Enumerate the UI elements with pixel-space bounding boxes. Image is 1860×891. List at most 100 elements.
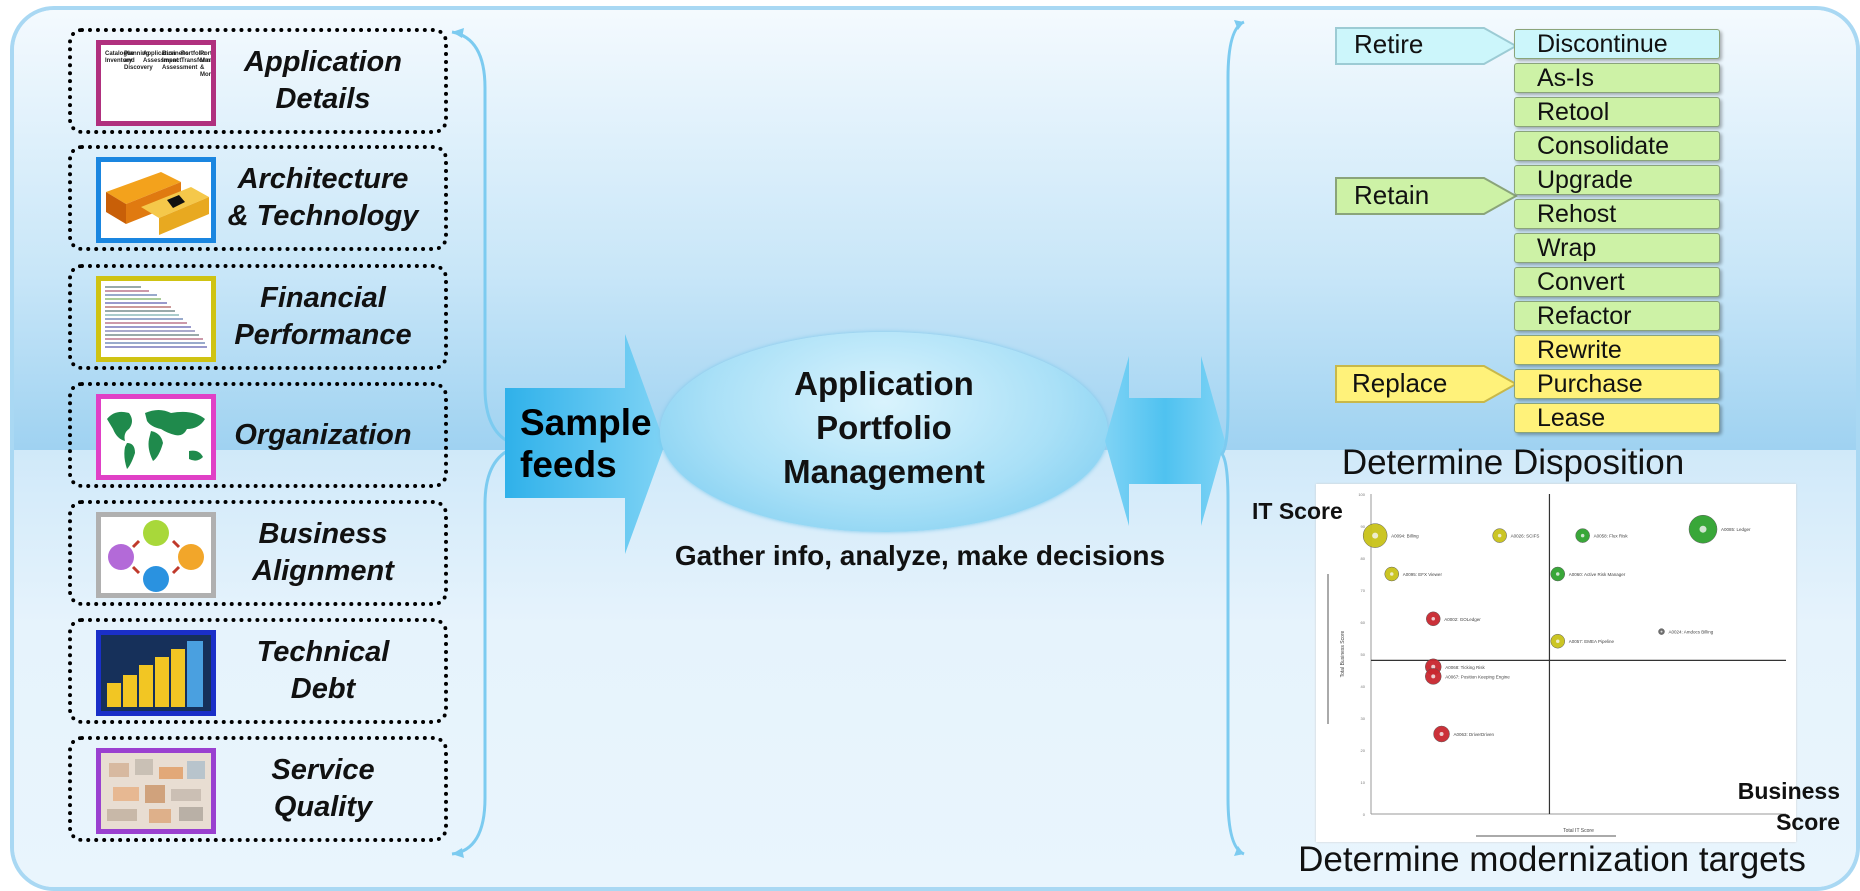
y-tick-label: 100 — [1358, 492, 1365, 497]
replace-tag — [1335, 365, 1518, 403]
scatter-point-label: A0057: EMEA Pipeline — [1569, 639, 1615, 644]
scatter-point-highlight — [1497, 533, 1502, 538]
disposition-item: Convert — [1514, 267, 1720, 297]
card-label-organization: Organization — [234, 418, 412, 451]
thumb-col-1: Catalogue Inventory — [105, 51, 135, 64]
y-tick-label: 70 — [1361, 588, 1366, 593]
target-brace — [1220, 20, 1245, 856]
architecture-cubes-thumbnail — [96, 157, 216, 243]
service-quality-mosaic-thumbnail — [96, 748, 216, 834]
source-card-technical-debt: Technical Debt — [68, 618, 448, 724]
scatter-point-label: A0095: EFX Viewer — [1403, 572, 1443, 577]
scatter-point-label: A0024: Amdocs Billing — [1669, 630, 1714, 635]
retain-tag — [1335, 177, 1518, 215]
scatter-point-label: A0094: Billing — [1391, 534, 1419, 539]
thumb-col-2: Planning and Discovery — [124, 51, 153, 71]
business-cycle-thumbnail — [96, 512, 216, 598]
source-card-application-details: Catalogue Inventory Planning and Discove… — [68, 28, 448, 134]
replace-label: Replace — [1352, 368, 1448, 398]
y-tick-label: 80 — [1361, 556, 1366, 561]
source-card-organization: Organization — [68, 382, 448, 488]
thumb-col-6: Portfolio Management & Monitoring — [200, 51, 216, 78]
disposition-item: Rewrite — [1514, 335, 1720, 365]
scatter-point-label: A0068: Ticking Risk — [1445, 665, 1485, 670]
card-label-service-quality: Service Quality — [271, 754, 375, 823]
disposition-item: Wrap — [1514, 233, 1720, 263]
scatter-point-label: A0060: Active Risk Manager — [1569, 572, 1626, 577]
scatter-point-label: A0085: Ledger — [1721, 527, 1751, 532]
y-tick-label: 0 — [1363, 812, 1366, 817]
x-axis-title: Total IT Score — [1563, 828, 1594, 834]
scatter-point-highlight — [1580, 533, 1585, 538]
card-label-application-details: Application Details — [244, 46, 402, 115]
scatter-point-highlight — [1660, 630, 1663, 633]
y-tick-label: 50 — [1361, 652, 1366, 657]
retire-label: Retire — [1354, 29, 1424, 59]
y-axis-title: Total Business Score — [1340, 630, 1346, 677]
scatter-point-highlight — [1431, 617, 1435, 621]
disposition-item: Purchase — [1514, 369, 1720, 399]
debt-bars-icon — [101, 635, 211, 711]
scatter-point-label: A0058: Flux Risk — [1594, 534, 1629, 539]
source-card-business: Business Alignment — [68, 500, 448, 606]
financial-rows-icon — [105, 286, 207, 348]
scatter-point-label: A0026: SCIFS — [1511, 534, 1540, 539]
portfolio-management-title: Application Portfolio Management — [783, 365, 985, 490]
scatter-point-highlight — [1390, 572, 1394, 576]
source-card-service-quality: Service Quality — [68, 736, 448, 842]
scatter-point-label: A0067: Position Keeping Engine — [1445, 674, 1510, 679]
sample-feeds-label: Sample feeds — [520, 402, 652, 485]
scatter-point-label: A0063: DriverDriven — [1454, 732, 1495, 737]
mosaic-icon — [101, 753, 211, 829]
center-caption: Gather info, analyze, make decisions — [674, 540, 1166, 571]
disposition-item: As-Is — [1514, 63, 1720, 93]
disposition-item: Rehost — [1514, 199, 1720, 229]
retire-tag — [1335, 27, 1518, 65]
disposition-item: Refactor — [1514, 301, 1720, 331]
thumb-col-5: Portfolio Transformation — [181, 51, 216, 64]
y-tick-label: 30 — [1361, 716, 1366, 721]
source-card-architecture: Architecture & Technology — [68, 145, 448, 251]
card-label-technical-debt: Technical Debt — [256, 636, 390, 705]
disposition-item: Discontinue — [1514, 29, 1720, 59]
y-tick-label: 60 — [1361, 620, 1366, 625]
card-label-architecture: Architecture & Technology — [227, 163, 419, 232]
catalogue-table-thumbnail: Catalogue Inventory Planning and Discove… — [96, 40, 216, 126]
scatter-point-highlight — [1439, 732, 1444, 736]
cycle-icon — [108, 520, 204, 592]
sample-feeds-arrow — [505, 334, 665, 554]
scatter-point-highlight — [1431, 664, 1436, 669]
portfolio-management-ellipse — [660, 332, 1108, 532]
technical-debt-bars-thumbnail — [96, 630, 216, 716]
y-tick-label: 40 — [1361, 684, 1366, 689]
disposition-item: Retool — [1514, 97, 1720, 127]
financial-bar-thumbnail — [96, 276, 216, 362]
card-label-business: Business Alignment — [252, 518, 394, 587]
y-tick-label: 10 — [1361, 780, 1366, 785]
scatter-point-highlight — [1699, 525, 1707, 533]
disposition-item: Lease — [1514, 403, 1720, 433]
double-arrow — [1105, 356, 1225, 526]
scatter-point-highlight — [1431, 674, 1436, 679]
card-label-financial: Financial Performance — [234, 282, 412, 351]
disposition-title: Determine Disposition — [1341, 443, 1685, 482]
scatter-point-highlight — [1556, 572, 1560, 576]
cubes-icon — [106, 172, 209, 235]
disposition-item: Consolidate — [1514, 131, 1720, 161]
scatter-point-label: A0002: GOLedger — [1444, 617, 1481, 622]
it-score-label: IT Score — [1252, 498, 1343, 524]
disposition-item: Upgrade — [1514, 165, 1720, 195]
scatter-point-highlight — [1372, 532, 1379, 539]
catalogue-columns: Catalogue Inventory Planning and Discove… — [101, 45, 211, 85]
y-tick-label: 20 — [1361, 748, 1366, 753]
source-card-financial: Financial Performance — [68, 264, 448, 370]
modernization-title: Determine modernization targets — [1298, 840, 1806, 879]
world-map-icon — [107, 410, 205, 469]
thumb-col-4: Business Impact Assessment — [162, 51, 198, 71]
y-tick-label: 90 — [1361, 524, 1366, 529]
scatter-point-highlight — [1556, 639, 1560, 643]
business-score-label: Business Score — [1737, 778, 1840, 835]
retain-label: Retain — [1354, 180, 1430, 210]
